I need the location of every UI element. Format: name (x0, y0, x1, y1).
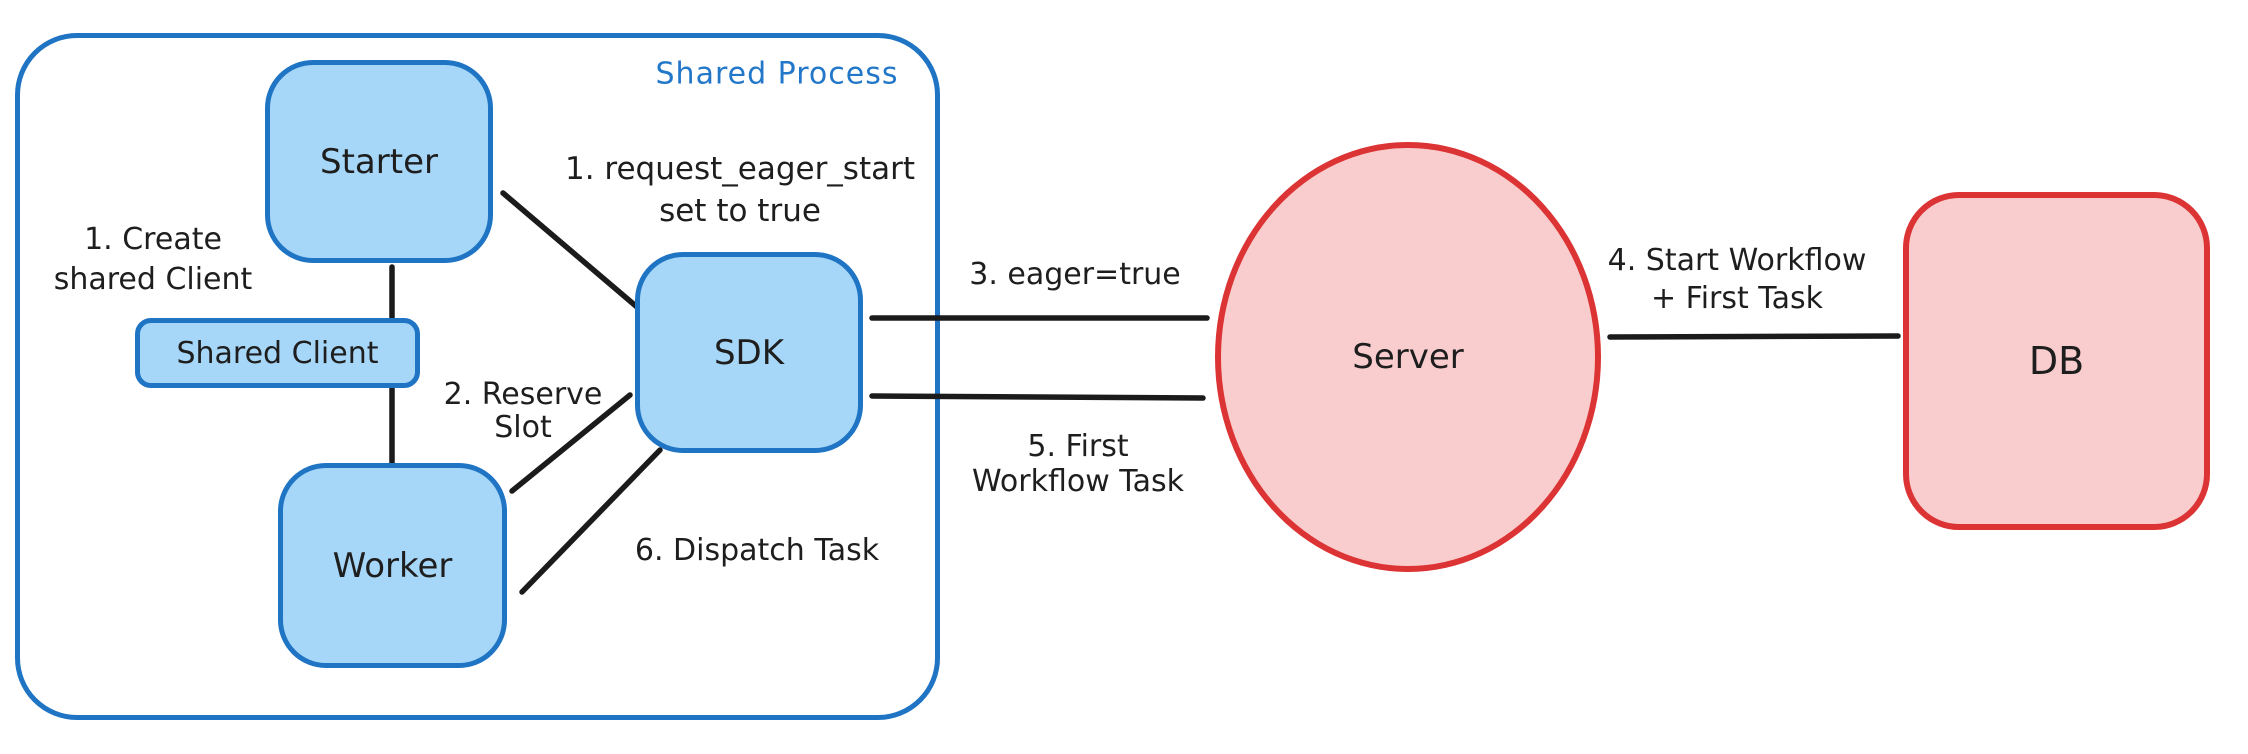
annotation-start-workflow: 4. Start Workflow + First Task (1608, 242, 1867, 318)
annotation-reserve-line2: Slot (494, 410, 552, 445)
annotation-first-workflow-task: 5. First Workflow Task (972, 429, 1184, 499)
node-starter-label: Starter (320, 141, 438, 182)
annotation-start-line2: + First Task (1650, 281, 1824, 316)
node-worker-label: Worker (332, 545, 453, 586)
node-shared-client: Shared Client (135, 318, 420, 388)
annotation-first-line1: 5. First (1027, 429, 1129, 464)
shared-process-container (15, 33, 940, 720)
annotation-reserve-slot: 2. Reserve Slot (444, 378, 603, 444)
annotation-eager-text: 3. eager=true (969, 257, 1181, 292)
annotation-create-line2: shared Client (53, 262, 253, 297)
annotation-first-line2: Workflow Task (971, 464, 1185, 499)
annotation-start-line1: 4. Start Workflow (1607, 243, 1867, 278)
shared-process-label: Shared Process (655, 56, 899, 92)
node-db-label: DB (2028, 339, 2085, 383)
node-server-label: Server (1352, 337, 1464, 377)
node-starter: Starter (265, 60, 493, 263)
node-db: DB (1903, 192, 2210, 530)
node-server: Server (1215, 142, 1601, 572)
annotation-request-line2: set to true (659, 193, 821, 229)
annotation-create-shared-client: 1. Create shared Client (54, 220, 253, 300)
arrow-server-to-db (1607, 333, 1901, 337)
annotation-request-line1: 1. request_eager_start (564, 151, 916, 187)
node-sdk-label: SDK (713, 332, 785, 373)
annotation-reserve-line1: 2. Reserve (443, 377, 603, 412)
node-shared-client-label: Shared Client (176, 335, 379, 371)
annotation-create-line1: 1. Create (84, 222, 222, 257)
annotation-eager-true: 3. eager=true (969, 256, 1181, 294)
node-sdk: SDK (635, 252, 863, 453)
annotation-dispatch-text: 6. Dispatch Task (634, 533, 880, 568)
node-worker: Worker (278, 463, 507, 668)
annotation-dispatch-task: 6. Dispatch Task (635, 532, 879, 570)
annotation-request-eager-start: 1. request_eager_start set to true (565, 148, 915, 232)
